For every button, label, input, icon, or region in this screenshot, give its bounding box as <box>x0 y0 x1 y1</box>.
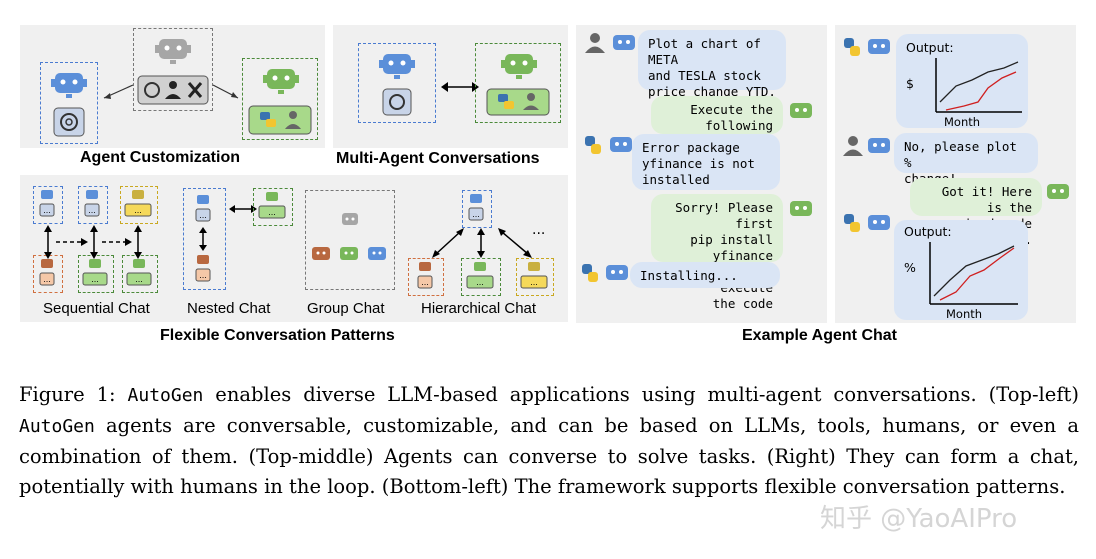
chat-message-plot-request: Plot a chart of META and TESLA stock pri… <box>638 30 786 99</box>
hier-more-ellipsis: ... <box>532 222 546 238</box>
chat-message-error: Error package yfinance is not installed <box>632 134 780 190</box>
mac-green-agent-box <box>475 43 561 123</box>
output1-xlabel: Month <box>944 115 981 129</box>
tools-combo-icon <box>137 75 209 105</box>
blue-robot-icon <box>606 265 628 280</box>
caption-autogen-2: AutoGen <box>19 416 95 437</box>
blue-robot-icon <box>610 137 632 152</box>
flexible-patterns-title: Flexible Conversation Patterns <box>160 327 395 344</box>
output-chart-dollar: Output: $ Month <box>896 34 1028 129</box>
group-chat-box <box>305 190 395 290</box>
example-chat-title: Example Agent Chat <box>742 327 897 344</box>
hier-agent-yellow: ... <box>516 258 554 296</box>
python-icon <box>582 264 598 282</box>
chat-message-plot-percent: No, please plot % change! <box>894 133 1038 186</box>
blue-robot-icon <box>379 54 415 79</box>
nested-outer-box: ... ... <box>183 188 226 290</box>
svg-text:...: ... <box>91 275 99 284</box>
green-robot-icon <box>263 69 299 94</box>
svg-text:...: ... <box>421 278 429 287</box>
seq-agent-2: ... <box>78 186 108 224</box>
output2-xlabel: Month <box>946 307 983 321</box>
python-human-icon <box>248 105 312 135</box>
hier-top-agent: ... <box>462 190 492 228</box>
python-icon <box>585 136 601 154</box>
caption-text-2: agents are conversable, customizable, an… <box>19 414 1079 498</box>
caption-autogen-1: AutoGen <box>127 385 204 406</box>
svg-text:...: ... <box>199 211 207 220</box>
mac-blue-agent-box <box>358 43 436 123</box>
seq-agent-1: ... <box>33 186 63 224</box>
hier-agent-orange: ... <box>408 258 444 296</box>
output1-title: Output: <box>906 40 954 55</box>
green-agent-box <box>242 58 318 140</box>
green-robot-icon <box>790 103 812 118</box>
output2-ylabel: % <box>904 260 916 275</box>
blue-robot-icon <box>613 35 635 50</box>
gray-agent-box <box>133 28 213 111</box>
sequential-chat-label: Sequential Chat <box>43 300 150 317</box>
nested-green-agent: ... <box>253 188 293 226</box>
chat-message-revised-code: Got it! Here is the revised code ... <box>910 178 1042 247</box>
green-robot-icon <box>1047 184 1069 199</box>
human-icon <box>585 33 605 53</box>
watermark: 知乎 @YaoAIPro <box>820 504 1018 534</box>
blue-robot-icon <box>868 138 890 153</box>
stock-line-chart <box>935 58 1022 113</box>
hierarchical-chat-label: Hierarchical Chat <box>421 300 537 317</box>
svg-text:...: ... <box>134 206 142 215</box>
figure-caption: Figure 1: AutoGen enables diverse LLM-ba… <box>19 380 1079 502</box>
chat-message-execute: Execute the following code... <box>651 96 783 149</box>
svg-text:...: ... <box>472 210 480 219</box>
caption-label: Figure 1: <box>19 383 116 406</box>
output-chart-percent: Output: % Month <box>894 220 1028 321</box>
openai-icon <box>53 107 85 137</box>
hierarchical-arrows <box>432 228 532 258</box>
blue-robot-icon <box>868 215 890 230</box>
python-icon <box>844 214 860 232</box>
blue-agent-box <box>40 62 98 144</box>
python-human-icon <box>486 88 550 116</box>
svg-text:...: ... <box>135 275 143 284</box>
svg-text:...: ... <box>199 271 207 280</box>
output1-ylabel: $ <box>906 76 914 91</box>
blue-robot-icon <box>51 73 87 98</box>
svg-text:...: ... <box>88 206 96 215</box>
green-robot-icon <box>501 54 537 79</box>
hier-agent-green: ... <box>461 258 501 296</box>
percent-line-chart <box>929 242 1018 305</box>
human-icon <box>843 136 863 156</box>
multi-agent-title: Multi-Agent Conversations <box>336 150 540 167</box>
openai-icon <box>382 88 412 116</box>
group-chat-label: Group Chat <box>307 300 385 317</box>
seq-agent-3: ... <box>120 186 158 224</box>
svg-text:...: ... <box>530 278 538 287</box>
svg-text:...: ... <box>476 278 484 287</box>
python-icon <box>844 38 860 56</box>
svg-text:...: ... <box>43 275 51 284</box>
nested-arrow <box>229 205 257 213</box>
chat-message-installing: Installing... <box>630 262 780 288</box>
sequential-arrows <box>44 225 142 259</box>
gray-robot-icon <box>155 39 191 64</box>
bidirectional-arrow <box>441 82 479 92</box>
nested-chat-label: Nested Chat <box>187 300 271 317</box>
chat-message-install-instruction: Sorry! Please first pip install yfinance… <box>651 194 783 311</box>
svg-text:...: ... <box>43 206 51 215</box>
green-robot-icon <box>790 201 812 216</box>
svg-text:...: ... <box>268 208 276 217</box>
output2-title: Output: <box>904 224 952 239</box>
blue-robot-icon <box>868 39 890 54</box>
caption-text-1: enables diverse LLM-based applications u… <box>203 383 1079 406</box>
agent-customization-title: Agent Customization <box>80 149 240 166</box>
